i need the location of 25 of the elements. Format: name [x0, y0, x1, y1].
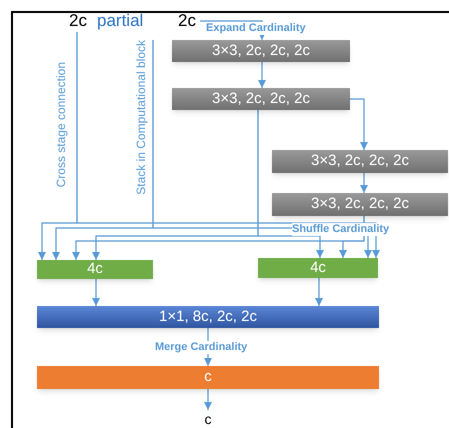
layer-box: 3×3, 2c, 2c, 2c: [272, 193, 448, 216]
layer-box: 3×3, 2c, 2c, 2c: [272, 150, 448, 173]
edge-label: Cross stage connection: [54, 62, 68, 188]
layer-box: 3×3, 2c, 2c, 2c: [172, 40, 350, 62]
layer-box: 3×3, 2c, 2c, 2c: [172, 88, 350, 110]
edge-label: Expand Cardinality: [206, 22, 306, 35]
arrow: [360, 173, 368, 193]
arrow: [350, 98, 368, 150]
label-text: Shuffle Cardinality: [292, 223, 390, 236]
heading-text: 2c: [66, 10, 90, 32]
arrow: [315, 278, 323, 306]
output-text: c: [200, 410, 216, 428]
arrow: [257, 110, 324, 258]
arrow: [76, 32, 380, 258]
output-box: c: [37, 366, 379, 389]
edge-label: Stack in Computational block: [134, 40, 148, 195]
arrow: [258, 62, 266, 88]
heading-text: 2c: [174, 10, 200, 32]
arrow: [92, 279, 100, 306]
edge-label: Merge Cardinality: [155, 341, 248, 354]
layer-box: 1×1, 8c, 2c, 2c: [37, 306, 379, 328]
group-box: 4c: [37, 260, 153, 279]
group-box: 4c: [258, 258, 378, 278]
arrow: [204, 389, 212, 410]
label-text: partial: [97, 10, 144, 32]
